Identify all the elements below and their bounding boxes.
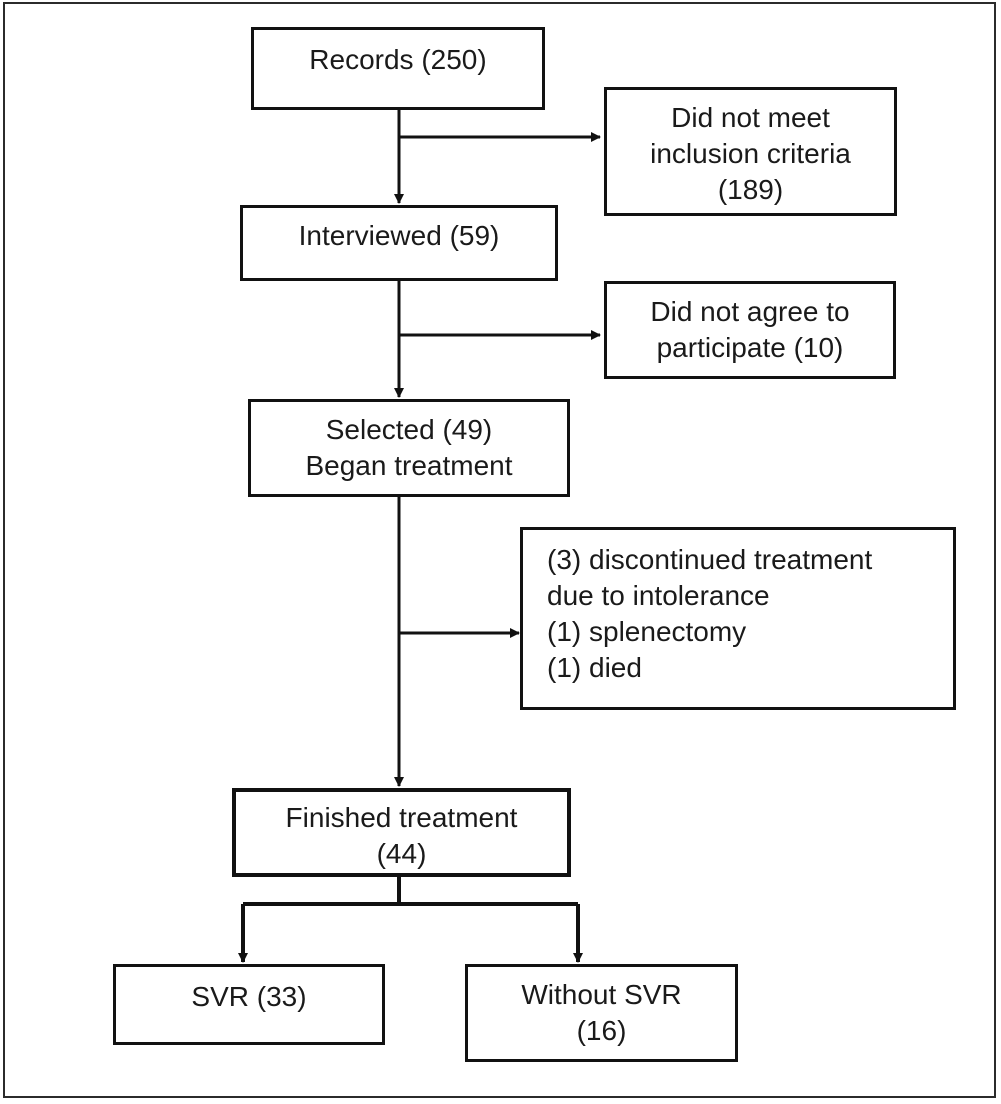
selected-box: Selected (49) Began treatment <box>248 399 570 497</box>
without-svr-box: Without SVR (16) <box>465 964 738 1062</box>
excluded-criteria-line2: inclusion criteria <box>650 138 851 169</box>
interviewed-label: Interviewed (59) <box>298 220 500 251</box>
svr-label: SVR (33) <box>191 981 307 1012</box>
interviewed-box: Interviewed (59) <box>240 205 558 281</box>
svr-box: SVR (33) <box>113 964 385 1045</box>
selected-line2: Began treatment <box>305 450 513 481</box>
losses-line3: (1) splenectomy <box>547 616 747 647</box>
excluded-criteria-box: Did not meet inclusion criteria (189) <box>604 87 897 216</box>
declined-line2: participate (10) <box>656 332 844 363</box>
without-svr-line1: Without SVR <box>521 979 682 1010</box>
losses-line1: (3) discontinued treatment <box>547 544 873 575</box>
declined-box: Did not agree to participate (10) <box>604 281 896 379</box>
losses-line4: (1) died <box>547 652 642 683</box>
excluded-criteria-line3: (189) <box>717 174 784 205</box>
without-svr-line2: (16) <box>576 1015 627 1046</box>
losses-line2: due to intolerance <box>547 580 770 611</box>
losses-box: (3) discontinued treatment due to intole… <box>520 527 956 710</box>
records-box: Records (250) <box>251 27 545 110</box>
finished-line2: (44) <box>376 838 427 869</box>
finished-line1: Finished treatment <box>285 802 518 833</box>
declined-line1: Did not agree to <box>650 296 850 327</box>
selected-line1: Selected (49) <box>325 414 493 445</box>
records-label: Records (250) <box>309 44 487 75</box>
finished-box: Finished treatment (44) <box>232 788 571 877</box>
diagram-frame <box>3 2 996 1098</box>
excluded-criteria-line1: Did not meet <box>671 102 830 133</box>
